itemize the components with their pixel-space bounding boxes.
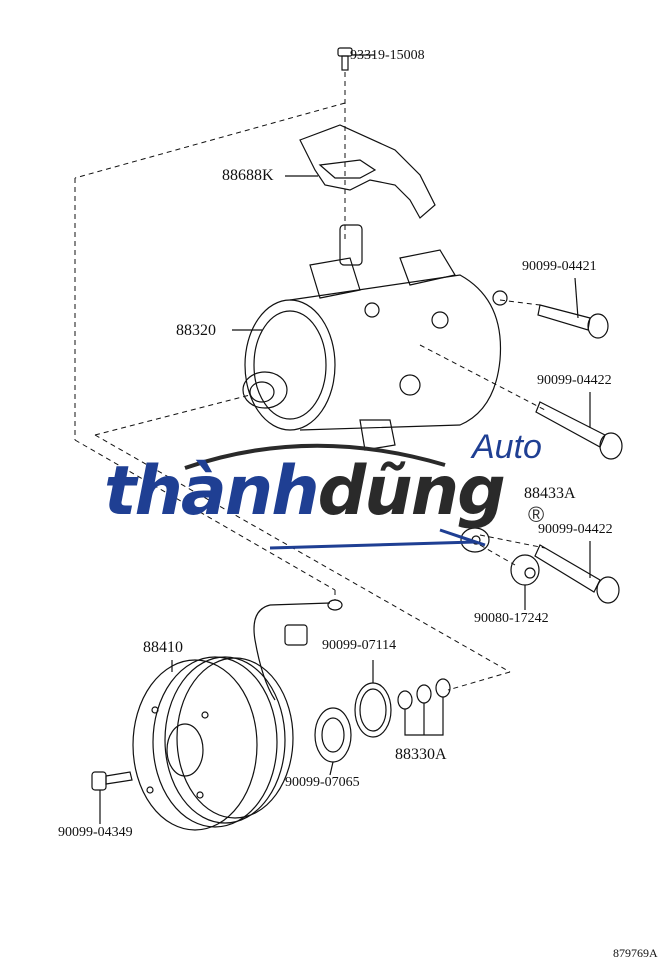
label-88330A: 88330A bbox=[395, 746, 447, 763]
retainer-90099-07065 bbox=[314, 707, 352, 776]
figure-id: 879769A bbox=[613, 946, 658, 960]
bolt-90099-04422-lower bbox=[534, 541, 620, 604]
label-88688K: 88688K bbox=[222, 167, 274, 184]
logo-auto: Auto bbox=[472, 428, 542, 466]
logo-brand-part1: thành bbox=[104, 452, 320, 531]
label-90099-07114: 90099-07114 bbox=[322, 638, 397, 653]
car-swoosh-icon bbox=[184, 443, 486, 550]
label-88320: 88320 bbox=[176, 322, 216, 339]
bracket-88688K bbox=[285, 124, 436, 219]
label-90099-04349: 90099-04349 bbox=[58, 825, 133, 840]
shims-88330A bbox=[397, 678, 451, 736]
label-90099-07065: 90099-07065 bbox=[285, 775, 360, 790]
snap-ring-90099-07114 bbox=[354, 660, 392, 738]
compressor-88320 bbox=[232, 224, 508, 451]
label-90099-04422-upper: 90099-04422 bbox=[537, 373, 612, 388]
nut-90080-17242 bbox=[510, 554, 540, 610]
label-88410: 88410 bbox=[143, 639, 183, 656]
label-90099-04421: 90099-04421 bbox=[522, 259, 597, 274]
label-93319-15008: 93319-15008 bbox=[350, 48, 425, 63]
label-90080-17242: 90080-17242 bbox=[474, 611, 549, 626]
label-88433A: 88433A bbox=[524, 485, 576, 502]
bolt-90099-04421 bbox=[537, 277, 609, 339]
bolt-90099-04349 bbox=[91, 771, 133, 824]
watermark-logo: thànhdũng Auto ® bbox=[100, 430, 560, 550]
bolt-93319-15008 bbox=[337, 47, 375, 71]
bolt-90099-04422-upper bbox=[535, 392, 623, 460]
clutch-88410 bbox=[132, 599, 343, 831]
dashed-guide-lines bbox=[74, 72, 546, 691]
logo-brand-part2: dũng bbox=[317, 452, 506, 531]
registered-mark: ® bbox=[528, 502, 545, 527]
label-90099-04422-lower: 90099-04422 bbox=[538, 522, 613, 537]
